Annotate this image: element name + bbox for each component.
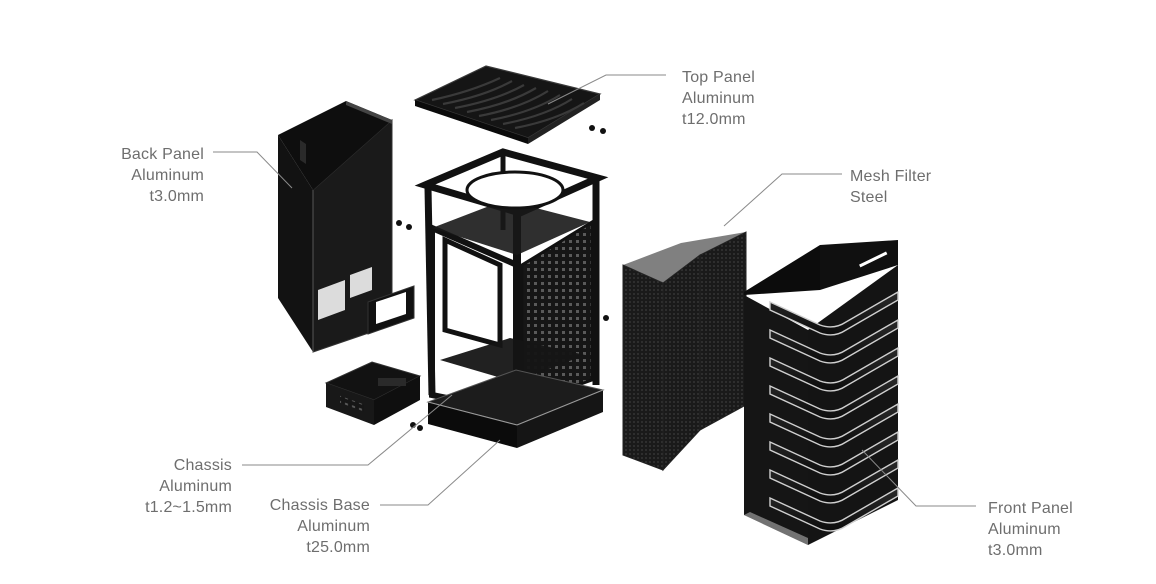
side-screw [603,315,609,321]
chassis-base-callout: Chassis Base Aluminum t25.0mm [250,495,370,558]
back-panel-material: Aluminum [131,167,204,184]
chassis-callout: Chassis Aluminum t1.2~1.5mm [112,455,232,518]
chassis-base-material: Aluminum [297,518,370,535]
back-panel-thickness: t3.0mm [149,188,204,205]
mesh-filter-material: Steel [850,189,888,206]
back-panel-title: Back Panel [121,146,204,163]
mesh-filter-part [622,231,747,472]
mesh-filter-callout: Mesh Filter Steel [850,166,931,208]
front-panel-thickness: t3.0mm [988,542,1043,559]
chassis-title: Chassis [173,457,232,474]
front-panel-part [744,240,899,545]
chassis-base-title: Chassis Base [269,497,370,514]
screw-pair-bottom [410,422,423,431]
front-panel-callout: Front Panel Aluminum t3.0mm [988,498,1073,561]
chassis-base-part [426,369,605,448]
top-panel-thickness: t12.0mm [682,111,746,128]
screw-pair-left [396,220,412,230]
back-panel-part [278,101,415,353]
top-panel-material: Aluminum [682,90,755,107]
mesh-filter-title: Mesh Filter [850,168,932,185]
psu-bracket-part [324,361,422,425]
chassis-material: Aluminum [159,478,232,495]
screw-pair-top [589,125,606,134]
front-panel-material: Aluminum [988,521,1061,538]
chassis-thickness: t1.2~1.5mm [145,499,232,516]
front-panel-title: Front Panel [988,500,1073,517]
chassis-base-thickness: t25.0mm [306,539,370,556]
top-panel-title: Top Panel [682,69,755,86]
chassis-frame-part [414,148,609,416]
leader-lines [213,74,976,507]
back-panel-callout: Back Panel Aluminum t3.0mm [94,144,204,207]
top-panel-part [413,65,602,144]
top-panel-callout: Top Panel Aluminum t12.0mm [682,67,755,130]
